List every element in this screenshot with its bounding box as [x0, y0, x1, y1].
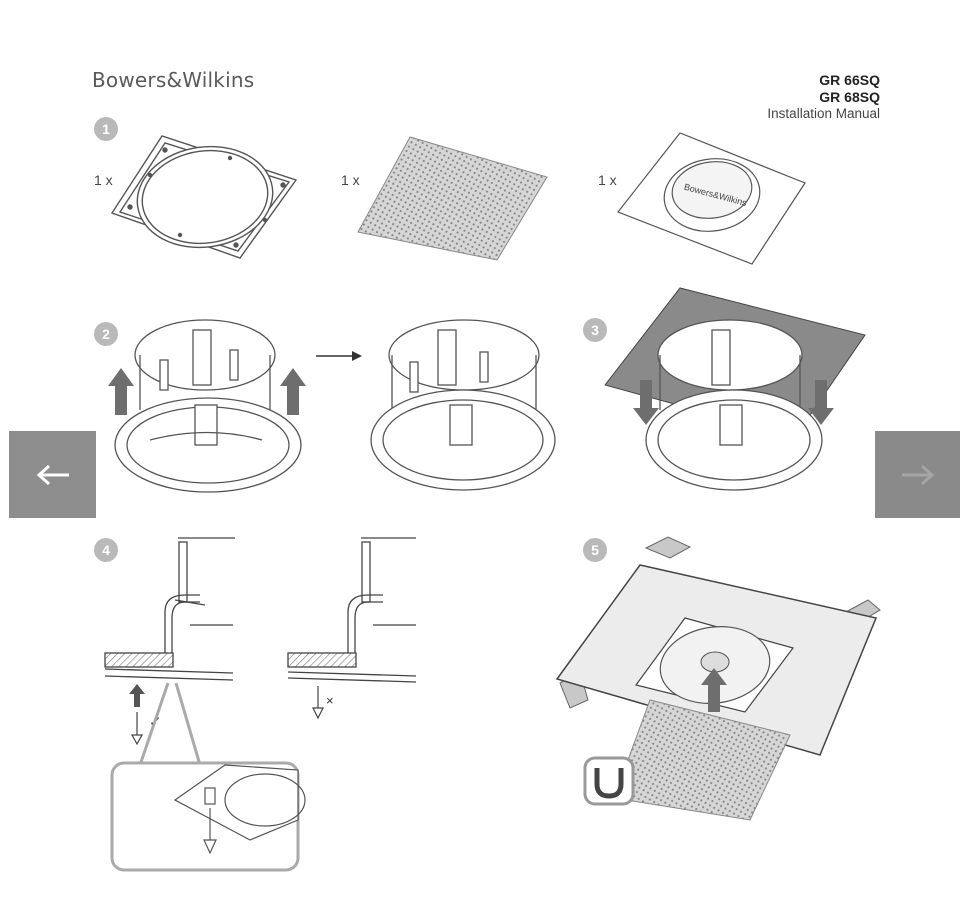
speaker-assembly-step3 — [645, 319, 823, 491]
step-badge-3: 3 — [583, 318, 607, 342]
next-page-button[interactable] — [875, 431, 960, 518]
model-name-1: GR 66SQ — [819, 72, 880, 88]
previous-page-button[interactable] — [9, 431, 96, 518]
model-name-2: GR 68SQ — [819, 89, 880, 105]
screw-icon-correct — [130, 712, 144, 746]
part-quantity-template: 1 x — [598, 172, 617, 188]
clamp-detail-incorrect — [287, 537, 417, 683]
grille-illustration — [357, 136, 548, 261]
clamp-detail-correct — [104, 537, 235, 681]
step-badge-2: 2 — [94, 322, 118, 346]
speaker-assembly-right — [370, 319, 556, 491]
step-badge-1: 1 — [94, 117, 118, 141]
arrow-up-right — [280, 368, 306, 415]
template-illustration: Bowers&Wilkins — [617, 132, 806, 265]
step-badge-4: 4 — [94, 538, 118, 562]
arrow-right-icon — [901, 464, 934, 485]
screw-icon-incorrect — [312, 686, 324, 720]
arrow-down-right — [808, 380, 834, 425]
arrow-down-left — [633, 380, 659, 425]
arrow-left-icon — [36, 464, 69, 485]
mounting-frame-illustration — [110, 135, 298, 259]
speaker-assembly-left — [114, 319, 302, 493]
incorrect-mark: × — [326, 693, 334, 708]
part-quantity-grille: 1 x — [341, 172, 360, 188]
grille-step5 — [613, 699, 791, 821]
step-badge-5: 5 — [583, 538, 607, 562]
document-subtitle: Installation Manual — [767, 106, 880, 121]
part-quantity-frame: 1 x — [94, 172, 113, 188]
brand-logo: Bowers&Wilkins — [92, 68, 255, 92]
magnet-icon — [583, 756, 635, 806]
arrow-up-left — [108, 368, 134, 415]
arrow-up-step5 — [701, 668, 727, 712]
